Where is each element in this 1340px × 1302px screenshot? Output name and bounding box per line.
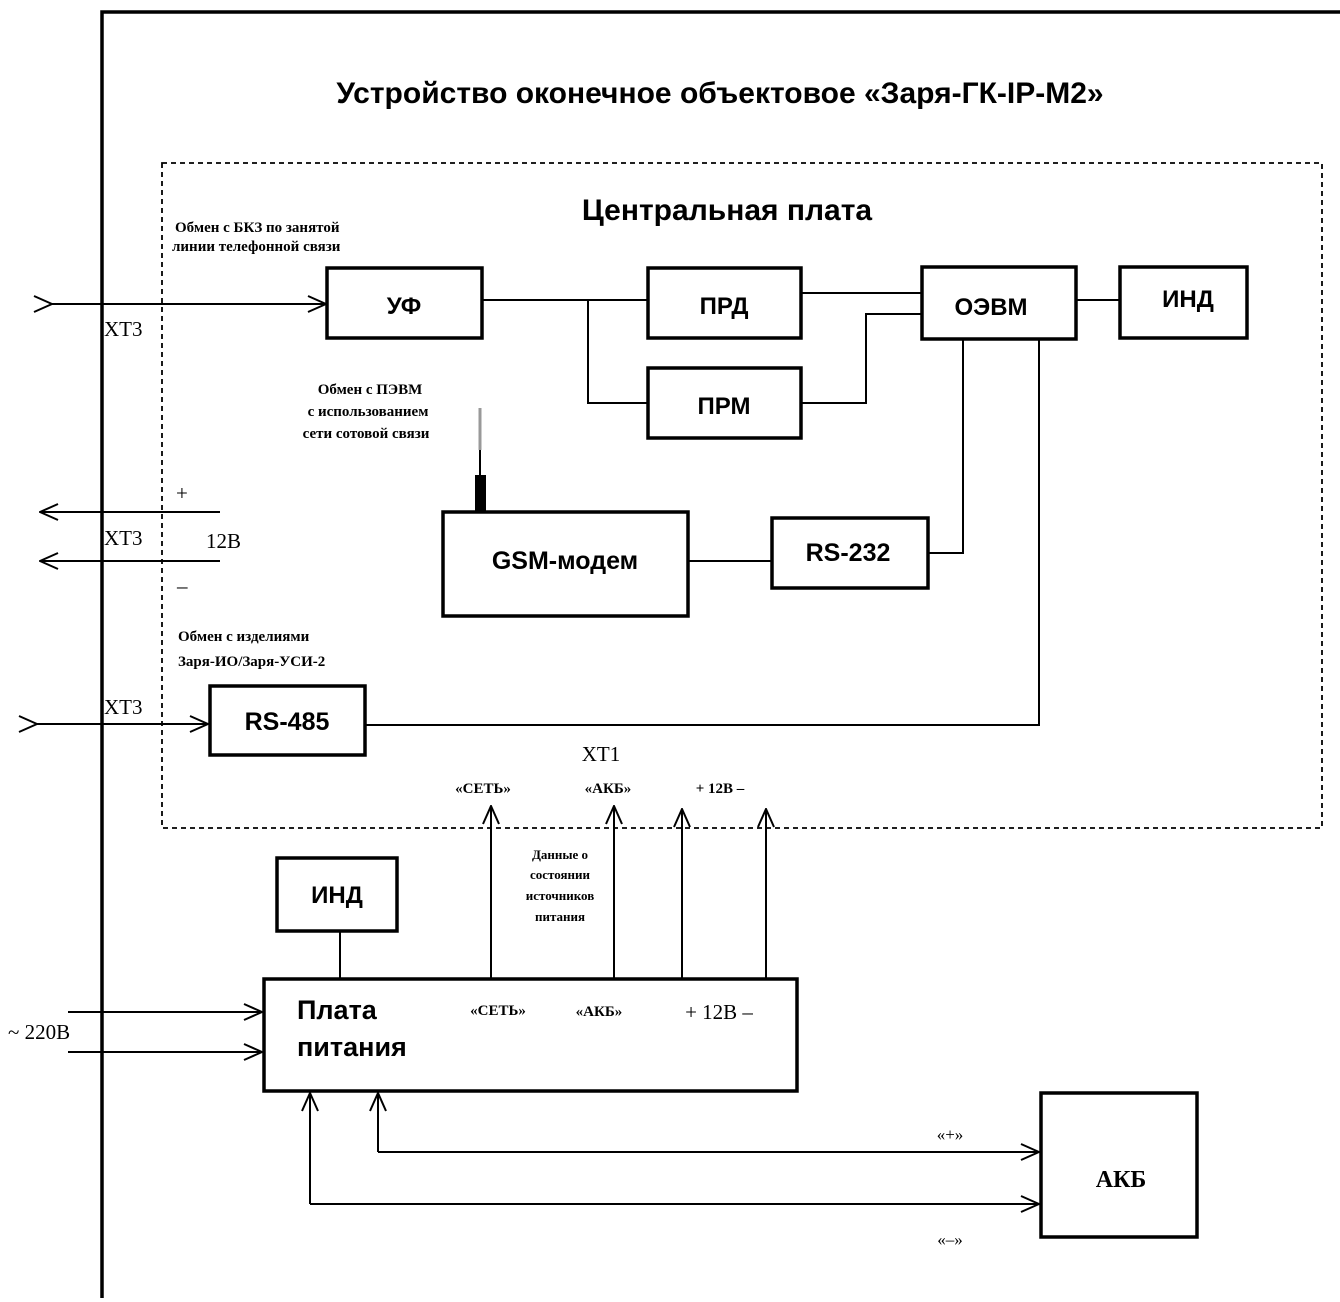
gsm-modem-label: GSM-модем — [492, 547, 638, 575]
pb-set-label: «СЕТЬ» — [470, 1003, 526, 1019]
xt3-label-1: ХТ3 — [104, 317, 143, 341]
prd-label: ПРД — [700, 293, 749, 320]
pb-ind-label: ИНД — [311, 882, 363, 909]
uf-block — [325, 266, 484, 340]
central-board-boundary — [161, 162, 1323, 829]
central-board-title: Центральная плата — [582, 194, 872, 227]
device-frame — [100, 10, 1340, 1298]
power-board-block — [262, 977, 799, 1093]
rs485-label: RS-485 — [245, 708, 330, 736]
device-title: Устройство оконечное объектовое «Заря-ГК… — [336, 77, 1103, 110]
battery-plus-label: «+» — [937, 1125, 964, 1144]
antenna-base-icon — [475, 475, 486, 512]
xt3-label-3: ХТ3 — [104, 695, 143, 719]
rs485-block — [208, 684, 367, 757]
oevm-rs485-link — [365, 339, 1040, 726]
power-board-title-1: Плата — [297, 995, 378, 1025]
oevm-label: ОЭВМ — [954, 294, 1027, 321]
note-pc-line1: Обмен с ПЭВМ — [318, 382, 423, 398]
v12-label: 12В — [206, 529, 241, 553]
uf-label: УФ — [387, 293, 422, 320]
gsm-modem-block — [441, 510, 690, 618]
rs232-block — [770, 516, 930, 590]
ind-label: ИНД — [1162, 286, 1214, 313]
uf-prm-link — [587, 300, 648, 404]
prm-label: ПРМ — [698, 393, 751, 420]
note-bkz-line2: линии телефонной связи — [172, 239, 341, 255]
xt1-12v-label: + 12В – — [696, 781, 745, 797]
xt1-set-label: «СЕТЬ» — [455, 781, 511, 797]
note-dev-line1: Обмен с изделиями — [178, 629, 310, 645]
plus-label: + — [176, 481, 188, 505]
prm-oevm-link — [801, 313, 922, 404]
mains-label: ~ 220В — [8, 1020, 70, 1044]
note-bkz-line1: Обмен с БКЗ по занятой — [175, 220, 340, 236]
ind-block — [1118, 265, 1249, 340]
pb-ind-block — [275, 856, 399, 933]
pb-12v-label: + 12В – — [685, 1000, 753, 1024]
note-pc-line2: с использованием — [308, 404, 429, 420]
rs232-label: RS-232 — [806, 539, 891, 567]
xt1-akb-label: «АКБ» — [585, 781, 632, 797]
battery-minus-label: «–» — [937, 1230, 963, 1249]
data-note-3: источников — [526, 888, 594, 903]
minus-label: – — [176, 574, 188, 598]
prd-block — [646, 266, 803, 340]
note-pc-line3: сети сотовой связи — [303, 426, 430, 442]
xt1-label: ХТ1 — [582, 742, 621, 766]
data-note-4: питания — [535, 909, 585, 924]
battery-block — [1039, 1091, 1199, 1239]
note-dev-line2: Заря-ИО/Заря-УСИ-2 — [178, 654, 325, 670]
power-board-title-2: питания — [297, 1032, 407, 1062]
data-note-2: состоянии — [530, 867, 591, 882]
oevm-block — [920, 265, 1078, 341]
data-note-1: Данные о — [532, 847, 588, 862]
battery-label: АКБ — [1096, 1167, 1147, 1193]
xt3-label-2: ХТ3 — [104, 526, 143, 550]
pb-akb-label: «АКБ» — [576, 1004, 623, 1020]
oevm-rs232-link — [928, 339, 964, 554]
